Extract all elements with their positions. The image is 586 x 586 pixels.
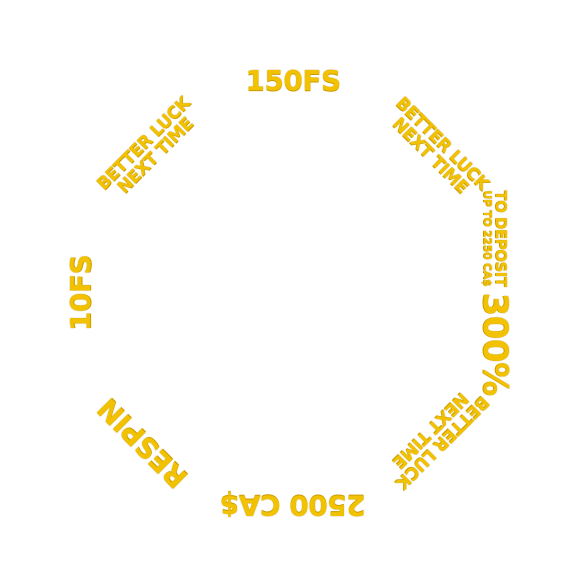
segment-text: 10FS bbox=[64, 254, 97, 332]
segment-text: 150FS bbox=[245, 64, 341, 97]
segment-label-10fs: 10FS bbox=[64, 254, 97, 332]
segment-text-main: 300% bbox=[475, 292, 515, 396]
segment-label-respin: RESPIN bbox=[91, 391, 195, 495]
segment-label-2500-cad: 2500 CA$ bbox=[220, 489, 366, 522]
segment-text: RESPIN bbox=[91, 391, 195, 495]
segment-text-sub2: UP TO 2250 CA$ bbox=[481, 190, 494, 287]
segment-label-better-luck-2: BETTER LUCK NEXT TIME bbox=[380, 380, 492, 492]
segment-label-300-percent: TO DEPOSIT UP TO 2250 CA$ 300% bbox=[475, 190, 515, 396]
segment-text: 2500 CA$ bbox=[220, 489, 366, 522]
segment-label-better-luck-3: BETTER LUCK NEXT TIME bbox=[93, 93, 206, 206]
segment-300-group: TO DEPOSIT UP TO 2250 CA$ 300% bbox=[475, 190, 515, 396]
segment-label-150fs: 150FS bbox=[245, 64, 341, 97]
segment-text-sub1: TO DEPOSIT bbox=[492, 190, 510, 287]
segment-label-better-luck-1: BETTER LUCK NEXT TIME bbox=[380, 93, 492, 206]
segment-300-subtext: TO DEPOSIT UP TO 2250 CA$ bbox=[481, 190, 510, 287]
